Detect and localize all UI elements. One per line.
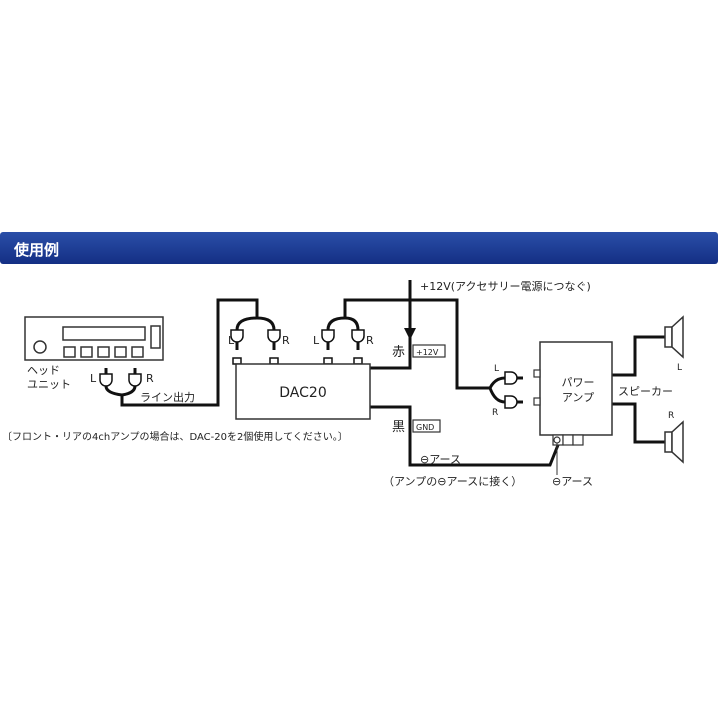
head-unit xyxy=(24,316,164,361)
dac20-label: DAC20 xyxy=(279,385,326,401)
line-out-label: ライン出力 xyxy=(140,390,195,404)
label-l: L xyxy=(313,334,320,347)
red-label: 赤 xyxy=(392,345,405,360)
terminal-red xyxy=(412,344,446,358)
line-out-cable xyxy=(104,298,276,407)
rca-plug-icons xyxy=(99,329,518,409)
label-r: R xyxy=(492,408,498,418)
label-r: R xyxy=(282,334,290,347)
head-unit-label-2: ユニット xyxy=(27,378,71,391)
usage-note: 〔フロント・リアの4chアンプの場合は、DAC-20を2個使用してください。〕 xyxy=(2,430,348,443)
amp-ground-label: ⊖アース xyxy=(552,475,593,488)
section-title: 使用例 xyxy=(14,241,60,259)
gnd-terminal-label: GND xyxy=(416,423,434,432)
label-r: R xyxy=(668,411,674,421)
speaker-wire-left xyxy=(612,335,665,377)
label-l: L xyxy=(90,372,97,385)
ground-label: ⊖アース xyxy=(420,453,461,466)
label-l: L xyxy=(677,363,682,373)
red-terminal-label: +12V xyxy=(416,348,439,357)
label-r: R xyxy=(146,372,154,385)
label-r: R xyxy=(366,334,374,347)
amp-label-1: パワー xyxy=(562,376,595,389)
dac-output-cable xyxy=(326,298,506,404)
speaker-icon xyxy=(664,315,684,464)
label-l: L xyxy=(228,334,235,347)
section-header: 使用例 xyxy=(0,232,718,264)
label-l: L xyxy=(494,364,499,374)
amp-label-2: アンプ xyxy=(562,391,594,404)
power-wire xyxy=(370,280,412,370)
head-unit-label-1: ヘッド xyxy=(27,364,60,377)
black-label: 黒 xyxy=(392,420,405,435)
ground-wire xyxy=(370,405,560,467)
power-label: +12V(アクセサリー電源につなぐ) xyxy=(420,279,591,293)
speakers-label: スピーカー xyxy=(618,385,673,398)
ground-note: （アンプの⊖アースに接く） xyxy=(383,475,522,488)
dac20-box xyxy=(235,363,371,420)
terminal-gnd xyxy=(412,419,441,433)
arrow-icon xyxy=(404,328,416,340)
speaker-wire-right xyxy=(612,402,665,444)
